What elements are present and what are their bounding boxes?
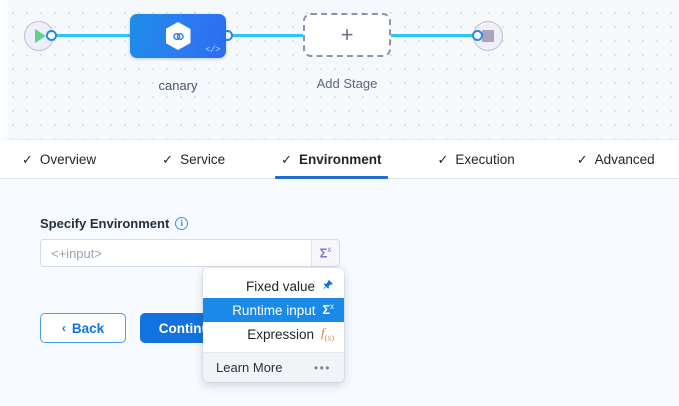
tab-label: Advanced bbox=[594, 152, 655, 167]
continue-button-label: Continue bbox=[158, 320, 218, 336]
chevron-left-icon: ‹ bbox=[61, 321, 66, 335]
add-stage-button[interactable]: + bbox=[303, 13, 391, 57]
pipeline-canvas[interactable]: </> canary + Add Stage bbox=[0, 0, 679, 140]
stage-label-canary: canary bbox=[158, 78, 198, 93]
tab-label: Execution bbox=[455, 152, 515, 167]
plus-icon: + bbox=[340, 22, 354, 47]
connector-line-canary-to-add bbox=[228, 34, 306, 37]
specify-environment-input[interactable] bbox=[41, 240, 311, 266]
tab-label: Service bbox=[180, 152, 226, 167]
sigma-icon: Σx bbox=[322, 302, 334, 318]
specify-environment-input-group: Σx bbox=[40, 239, 340, 267]
specify-environment-label-row: Specify Environment i bbox=[40, 216, 189, 231]
check-icon: ✓ bbox=[576, 152, 588, 167]
tab-execution[interactable]: ✓ Execution bbox=[422, 141, 531, 178]
dropdown-item-expression[interactable]: Expression f(x) bbox=[203, 322, 344, 346]
port-start-output[interactable] bbox=[46, 30, 57, 41]
port-end-input[interactable] bbox=[472, 30, 483, 41]
back-button[interactable]: ‹ Back bbox=[40, 313, 126, 343]
pin-icon bbox=[322, 279, 334, 293]
dropdown-item-fixed-value[interactable]: Fixed value bbox=[203, 274, 344, 298]
tab-overview[interactable]: ✓ Overview bbox=[0, 141, 112, 178]
check-icon: ✓ bbox=[437, 152, 449, 167]
stage-config-tabs: ✓ Overview ✓ Service ✓ Environment ✓ Exe… bbox=[0, 141, 679, 179]
tab-service[interactable]: ✓ Service bbox=[146, 141, 241, 178]
fx-icon: f(x) bbox=[321, 324, 334, 343]
hexagon-link-icon bbox=[165, 22, 191, 50]
dropdown-footer-learn-more[interactable]: Learn More ••• bbox=[203, 352, 344, 382]
dropdown-item-label: Fixed value bbox=[245, 278, 315, 294]
check-icon: ✓ bbox=[22, 152, 33, 167]
info-icon[interactable]: i bbox=[175, 217, 189, 230]
tab-environment[interactable]: ✓ Environment bbox=[265, 141, 397, 179]
check-icon: ✓ bbox=[281, 152, 292, 167]
dropdown-item-label: Expression bbox=[247, 326, 315, 342]
dropdown-item-label: Runtime input bbox=[232, 302, 316, 318]
stop-icon bbox=[482, 30, 494, 42]
stage-node-canary[interactable]: </> bbox=[130, 14, 226, 58]
ellipsis-icon: ••• bbox=[313, 360, 331, 375]
check-icon: ✓ bbox=[162, 152, 174, 167]
tab-label: Overview bbox=[39, 152, 97, 167]
runtime-input-toggle-button[interactable]: Σx bbox=[311, 240, 339, 266]
form-actions: ‹ Back Continue bbox=[40, 313, 236, 343]
input-type-dropdown-menu: Fixed value Runtime input Σx Expression … bbox=[203, 268, 344, 382]
code-badge-icon: </> bbox=[205, 45, 220, 55]
tab-label: Environment bbox=[299, 152, 382, 167]
connector-line-add-to-end bbox=[390, 34, 478, 37]
page-title: Specify Environment bbox=[40, 216, 170, 231]
back-button-label: Back bbox=[71, 320, 105, 336]
sigma-icon: Σx bbox=[319, 245, 332, 261]
dropdown-item-runtime-input[interactable]: Runtime input Σx bbox=[203, 298, 344, 322]
add-stage-label: Add Stage bbox=[316, 76, 378, 91]
canvas-left-fade bbox=[0, 0, 10, 140]
tab-advanced[interactable]: ✓ Advanced bbox=[561, 141, 671, 178]
learn-more-label: Learn More bbox=[216, 360, 283, 375]
connector-line-start-to-canary bbox=[52, 34, 138, 37]
play-icon bbox=[35, 29, 46, 43]
